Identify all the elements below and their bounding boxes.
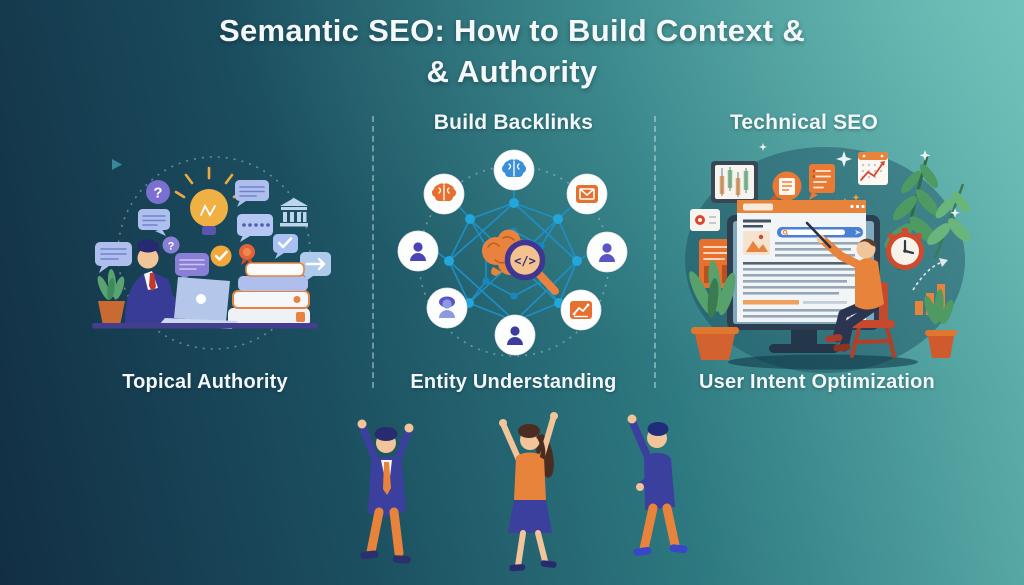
triangle-decor [112, 159, 122, 170]
analyst-person [805, 221, 884, 352]
svg-text:</>: </> [514, 254, 536, 268]
pointer-stick [805, 221, 832, 249]
node-circles [396, 148, 629, 357]
speech-bubble-purple-icon [175, 253, 209, 283]
column-divider [654, 116, 656, 388]
potted-plant [97, 269, 125, 323]
person-node-icon [439, 296, 455, 318]
desk [92, 323, 318, 329]
potted-plant [689, 260, 739, 360]
title-line-2: & Authority [426, 54, 598, 89]
books-stack [228, 262, 310, 326]
result-thumbnail [743, 231, 770, 255]
column-header-technical-seo: Technical SEO [729, 111, 879, 134]
entity-graph-illustration: </> [396, 148, 629, 357]
lightbulb-icon [174, 166, 244, 235]
calendar-icon [858, 152, 888, 185]
speech-bubble-dots-icon [237, 214, 273, 242]
flag-card-icon [690, 209, 720, 231]
floor-shadow [728, 354, 918, 370]
check-bubble-icon [273, 234, 298, 259]
question-icon: ? [146, 180, 170, 204]
check-circle-icon [210, 245, 232, 267]
webpage [737, 200, 866, 322]
bank-icon [280, 198, 308, 227]
alarm-clock-icon [886, 228, 924, 270]
sparkle-icon [759, 143, 960, 218]
notepad-icon [809, 164, 835, 200]
user-intent-illustration [685, 143, 970, 373]
svg-text:?: ? [168, 241, 175, 253]
candlestick-chart-icon [711, 161, 758, 203]
search-bar [777, 227, 863, 238]
caption-entity-understanding: Entity Understanding [410, 371, 617, 393]
column-divider [372, 116, 374, 388]
celebrating-people-illustration [357, 412, 688, 572]
column-header-build-backlinks: Build Backlinks [433, 111, 594, 134]
arrow-bubble-icon [300, 252, 331, 283]
badge-icon [239, 244, 255, 265]
topical-authority-illustration: ? ? [92, 156, 331, 350]
celebrating-woman [499, 412, 558, 572]
result-text-lines [743, 242, 861, 318]
svg-text:?: ? [153, 185, 162, 202]
celebrating-man-sweater [627, 414, 688, 556]
chart-node-icon [570, 301, 592, 319]
potted-plant-small [924, 289, 957, 358]
celebrating-man-suit [357, 419, 414, 564]
speech-bubble-icon [235, 180, 269, 207]
magnifier-code-icon: </> [504, 239, 559, 295]
caption-user-intent-optimization: User Intent Optimization [699, 371, 935, 393]
question-icon-small: ? [162, 236, 180, 254]
title-line-1: Semantic SEO: How to Build Context & [218, 13, 806, 48]
orange-doc-icon [699, 239, 735, 288]
page-title: Semantic SEO: How to Build Context & & Au… [0, 10, 1024, 92]
caption-topical-authority: Topical Authority [122, 371, 288, 393]
email-node-icon [576, 185, 598, 203]
speech-bubble-icon [138, 209, 170, 236]
speech-bubble-icon [95, 242, 132, 273]
